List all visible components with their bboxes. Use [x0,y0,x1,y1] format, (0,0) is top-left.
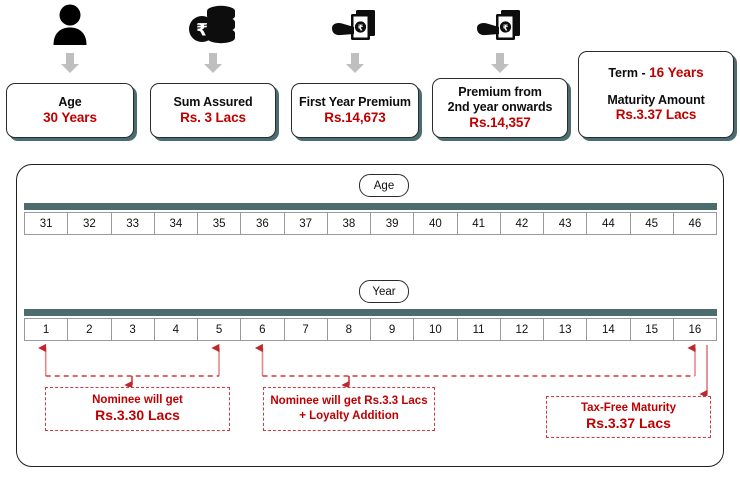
down-arrow-icon [344,52,366,79]
age-cell-35[interactable]: 35 [197,212,241,235]
rupee-coins-icon: ₹ [187,0,239,46]
down-arrow-icon [489,52,511,79]
age-cell-44[interactable]: 44 [586,212,630,235]
callout-nominee-death-benefit-early: Nominee will get Rs.3.30 Lacs [45,387,230,431]
card-sum-assured-label: Sum Assured [173,95,253,110]
callout-1-line1: Nominee will get [92,394,183,407]
term-row: Term - 16 Years [585,65,727,81]
year-cell-7[interactable]: 7 [283,318,327,341]
year-cell-9[interactable]: 9 [370,318,414,341]
age-cell-43[interactable]: 43 [543,212,587,235]
year-cell-1[interactable]: 1 [24,318,68,341]
svg-text:₹: ₹ [503,24,509,33]
age-cell-42[interactable]: 42 [499,212,543,235]
age-cell-41[interactable]: 41 [456,212,500,235]
card-premium-second-year-value: Rs.14,357 [469,114,531,130]
year-cell-4[interactable]: 4 [153,318,197,341]
callout-3-line2: Rs.3.37 Lacs [586,415,671,432]
age-cell-36[interactable]: 36 [240,212,284,235]
top-card-first-year-premium: ₹ First Year Premium Rs.14,673 [291,0,419,138]
term-label: Term - [608,66,650,81]
card-first-year-premium: First Year Premium Rs.14,673 [291,83,419,138]
year-cell-2[interactable]: 2 [67,318,111,341]
card-sum-assured: Sum Assured Rs. 3 Lacs [150,83,276,138]
year-cell-14[interactable]: 14 [586,318,630,341]
age-cell-45[interactable]: 45 [629,212,673,235]
maturity-value: Rs.3.37 Lacs [615,107,697,123]
card-term-maturity: Term - 16 Years Maturity Amount Rs.3.37 … [578,51,734,138]
top-card-sum-assured: ₹ Sum Assured Rs. 3 Lacs [150,0,276,138]
year-cell-11[interactable]: 11 [456,318,500,341]
term-value: 16 Years [649,65,704,81]
card-first-year-premium-label: First Year Premium [299,95,411,110]
maturity-label: Maturity Amount [607,92,705,107]
year-cell-12[interactable]: 12 [499,318,543,341]
down-arrow-icon [202,52,224,79]
year-pill: Year [359,280,409,303]
cash-in-hand-icon: ₹ [474,0,526,46]
year-cell-16[interactable]: 16 [672,318,717,341]
card-premium-second-year-label-line2: 2nd year onwards [447,99,553,114]
age-cell-46[interactable]: 46 [672,212,717,235]
cash-in-hand-icon: ₹ [329,0,381,46]
card-age-label: Age [58,95,82,110]
age-cell-31[interactable]: 31 [24,212,68,235]
card-premium-second-year: Premium from 2nd year onwards Rs.14,357 [432,78,568,138]
year-cell-5[interactable]: 5 [197,318,241,341]
year-cell-10[interactable]: 10 [413,318,457,341]
card-age-value: 30 Years [43,109,97,125]
callout-3-line1: Tax-Free Maturity [580,402,676,415]
age-cell-40[interactable]: 40 [413,212,457,235]
card-sum-assured-value: Rs. 3 Lacs [180,109,246,125]
age-axis-bar [24,203,717,210]
callout-2-line2: + Loyalty Addition [299,410,399,422]
age-cell-32[interactable]: 32 [67,212,111,235]
year-axis-bar [24,309,717,316]
person-icon [48,0,92,46]
card-first-year-premium-value: Rs.14,673 [324,109,386,125]
card-premium-second-year-label-line1: Premium from [458,85,542,100]
year-cell-13[interactable]: 13 [543,318,587,341]
card-age: Age 30 Years [6,83,134,138]
age-pill: Age [359,174,409,197]
year-cell-15[interactable]: 15 [629,318,673,341]
year-cell-8[interactable]: 8 [326,318,370,341]
age-cell-39[interactable]: 39 [370,212,414,235]
svg-text:₹: ₹ [196,21,208,41]
callout-1-line2: Rs.3.30 Lacs [95,407,180,424]
year-cell-3[interactable]: 3 [110,318,154,341]
age-cell-34[interactable]: 34 [153,212,197,235]
svg-text:₹: ₹ [358,24,364,33]
down-arrow-icon [59,52,81,79]
callout-2-line1: Nominee will get Rs.3.3 Lacs [270,395,428,408]
callout-nominee-death-benefit-with-loyalty: Nominee will get Rs.3.3 Lacs + Loyalty A… [263,387,435,431]
age-cell-33[interactable]: 33 [110,212,154,235]
year-cell-6[interactable]: 6 [240,318,284,341]
year-pill-label: Year [372,285,396,298]
age-cell-38[interactable]: 38 [326,212,370,235]
top-card-age: Age 30 Years [6,0,134,138]
top-card-premium-second-year: ₹ Premium from 2nd year onwards Rs.14,35… [432,0,568,138]
age-pill-label: Age [373,179,395,192]
age-cell-37[interactable]: 37 [283,212,327,235]
callout-tax-free-maturity: Tax-Free Maturity Rs.3.37 Lacs [546,396,711,438]
